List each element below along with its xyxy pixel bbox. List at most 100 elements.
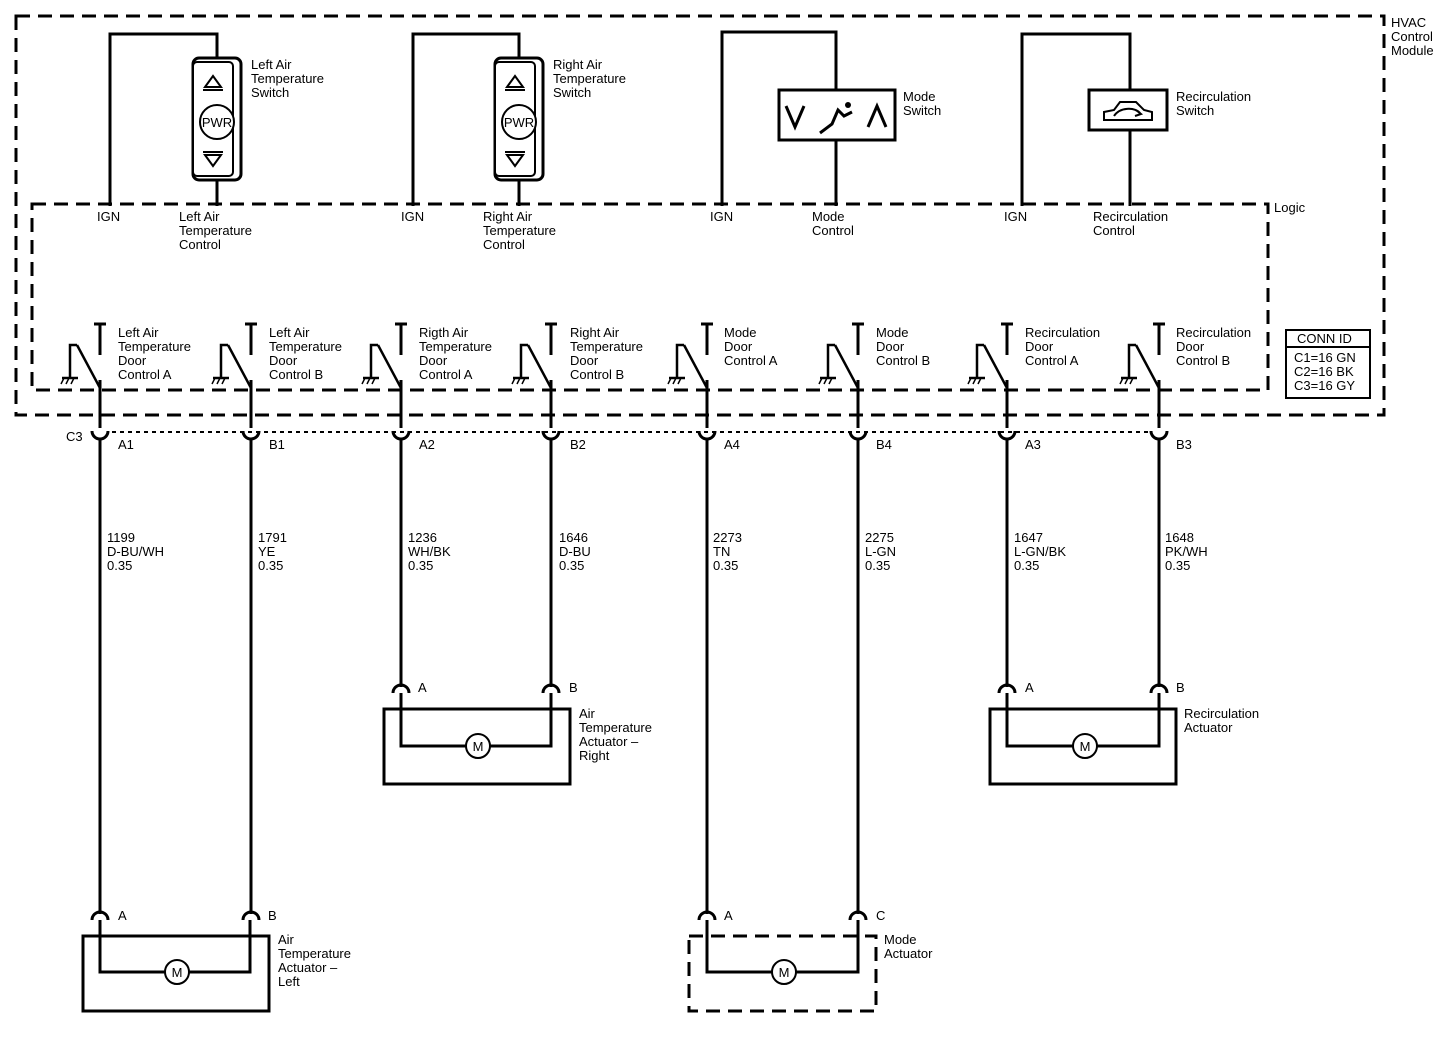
conn-id-row: C2=16 BK <box>1294 364 1354 379</box>
output-switch-icon <box>226 344 253 389</box>
connector-cavity <box>697 910 717 921</box>
car-recirculation-icon <box>1103 101 1153 121</box>
ground-icon <box>519 343 528 368</box>
output-label: Left Air Temperature Door Control B <box>269 325 346 382</box>
pin-label: A <box>724 908 733 923</box>
connector-cavity <box>90 430 110 441</box>
connector-cavity <box>1149 683 1169 694</box>
wire-label: 1648 PK/WH 0.35 <box>1165 530 1211 573</box>
motor-icon <box>465 733 491 759</box>
mode-actuator: M A C Mode Actuator <box>687 908 933 1013</box>
ground-icon <box>1127 343 1136 368</box>
motor-icon <box>164 959 190 985</box>
pwr-label: PWR <box>202 115 232 130</box>
output-label: Right Air Temperature Door Control B <box>570 325 647 382</box>
output-label: Mode Door Control B <box>876 325 930 368</box>
recirculation-actuator: M A B Recirculation Actuator <box>988 680 1259 786</box>
output-switch-icon <box>1134 344 1161 389</box>
output-driver-6: Recirculation Door Control A A3 1647 L-G… <box>967 322 1104 687</box>
connector-cavity <box>848 910 868 921</box>
ground-icon <box>68 343 77 368</box>
wire-label: 1791 YE 0.35 <box>258 530 291 573</box>
ground-icon <box>826 343 835 368</box>
module-title: HVAC Control Module <box>1391 15 1437 58</box>
connector-cavity <box>541 683 561 694</box>
motor-label: M <box>779 965 790 980</box>
output-label: Rigth Air Temperature Door Control A <box>419 325 496 382</box>
output-label: Recirculation Door Control A <box>1025 325 1104 368</box>
pin-label: B1 <box>269 437 285 452</box>
left-air-temperature-switch: PWR Left Air Temperature Switch IGN Left… <box>97 32 328 252</box>
output-switch-icon <box>376 344 403 389</box>
power-button-icon <box>501 104 537 140</box>
actuator-label: Air Temperature Actuator – Right <box>579 706 656 763</box>
output-driver-0: Left Air Temperature Door Control A A1 1… <box>60 322 195 914</box>
pin-label: A1 <box>118 437 134 452</box>
actuator-label: Mode Actuator <box>884 932 933 961</box>
logic-boundary <box>30 202 1270 392</box>
motor-icon <box>771 959 797 985</box>
pwr-label: PWR <box>504 115 534 130</box>
ign-label: IGN <box>401 209 424 224</box>
connector-cavity <box>1149 430 1169 441</box>
ign-label: IGN <box>97 209 120 224</box>
pin-label: B4 <box>876 437 892 452</box>
pin-label: B <box>268 908 277 923</box>
pin-label: C <box>876 908 885 923</box>
motor-icon <box>1072 733 1098 759</box>
wire-label: 1646 D-BU 0.35 <box>559 530 594 573</box>
hvac-control-module-boundary <box>14 14 1386 417</box>
recirculation-switch: Recirculation Switch IGN Recirculation C… <box>1004 32 1255 238</box>
pin-label: B2 <box>570 437 586 452</box>
control-label: Mode Control <box>812 209 854 238</box>
output-driver-1: Left Air Temperature Door Control B B1 1… <box>211 322 346 914</box>
switch-label: Right Air Temperature Switch <box>553 57 630 100</box>
conn-id-row: C1=16 GN <box>1294 350 1356 365</box>
actuator-connectors <box>90 683 1169 921</box>
control-label: Right Air Temperature Control <box>483 209 560 252</box>
control-label: Left Air Temperature Control <box>179 209 256 252</box>
switch-label: Recirculation Switch <box>1176 89 1255 118</box>
seat-person-icon <box>819 107 853 135</box>
ground-icon <box>369 343 378 368</box>
pin-label: A3 <box>1025 437 1041 452</box>
ground-icon <box>975 343 984 368</box>
output-switch-icon <box>833 344 860 389</box>
output-driver-4: Mode Door Control A A4 2273 TN 0.35 <box>667 322 778 914</box>
output-drivers: Left Air Temperature Door Control A A1 1… <box>60 322 1251 914</box>
connector-label: C3 <box>66 429 83 444</box>
output-label: Left Air Temperature Door Control A <box>118 325 195 382</box>
ground-icon <box>675 343 684 368</box>
output-driver-3: Right Air Temperature Door Control B B2 … <box>511 322 647 687</box>
output-switch-icon <box>682 344 709 389</box>
conn-id-header: CONN ID <box>1297 331 1352 346</box>
connector-cavity <box>90 910 110 921</box>
pin-label: A <box>1025 680 1034 695</box>
air-temperature-actuator-left: M A B Air Temperature Actuator – Left <box>81 908 351 1013</box>
right-air-temperature-switch: PWR Right Air Temperature Switch IGN Rig… <box>401 32 630 252</box>
output-switch-icon <box>526 344 553 389</box>
output-label: Mode Door Control A <box>724 325 778 368</box>
switch-label: Left Air Temperature Switch <box>251 57 328 100</box>
connector-cavity <box>391 683 411 694</box>
output-driver-5: Mode Door Control B B4 2275 L-GN 0.35 <box>818 322 930 914</box>
wire-label: 1199 D-BU/WH 0.35 <box>107 530 168 573</box>
motor-label: M <box>1080 739 1091 754</box>
wire-label: 1647 L-GN/BK 0.35 <box>1014 530 1070 573</box>
logic-label: Logic <box>1274 200 1306 215</box>
mode-switch: Mode Switch IGN Mode Control <box>710 30 941 238</box>
connector-cavity <box>997 683 1017 694</box>
motor-label: M <box>172 965 183 980</box>
power-button-icon <box>199 104 235 140</box>
pin-label: B3 <box>1176 437 1192 452</box>
pin-label: B <box>1176 680 1185 695</box>
pin-label: B <box>569 680 578 695</box>
vent-down-icon <box>784 105 806 131</box>
air-temperature-actuator-right: M A B Air Temperature Actuator – Right <box>382 680 656 786</box>
ign-label: IGN <box>1004 209 1027 224</box>
wire-label: 2275 L-GN 0.35 <box>865 530 900 573</box>
pin-label: A4 <box>724 437 740 452</box>
ground-icon <box>219 343 228 368</box>
wire-label: 1236 WH/BK 0.35 <box>408 530 454 573</box>
